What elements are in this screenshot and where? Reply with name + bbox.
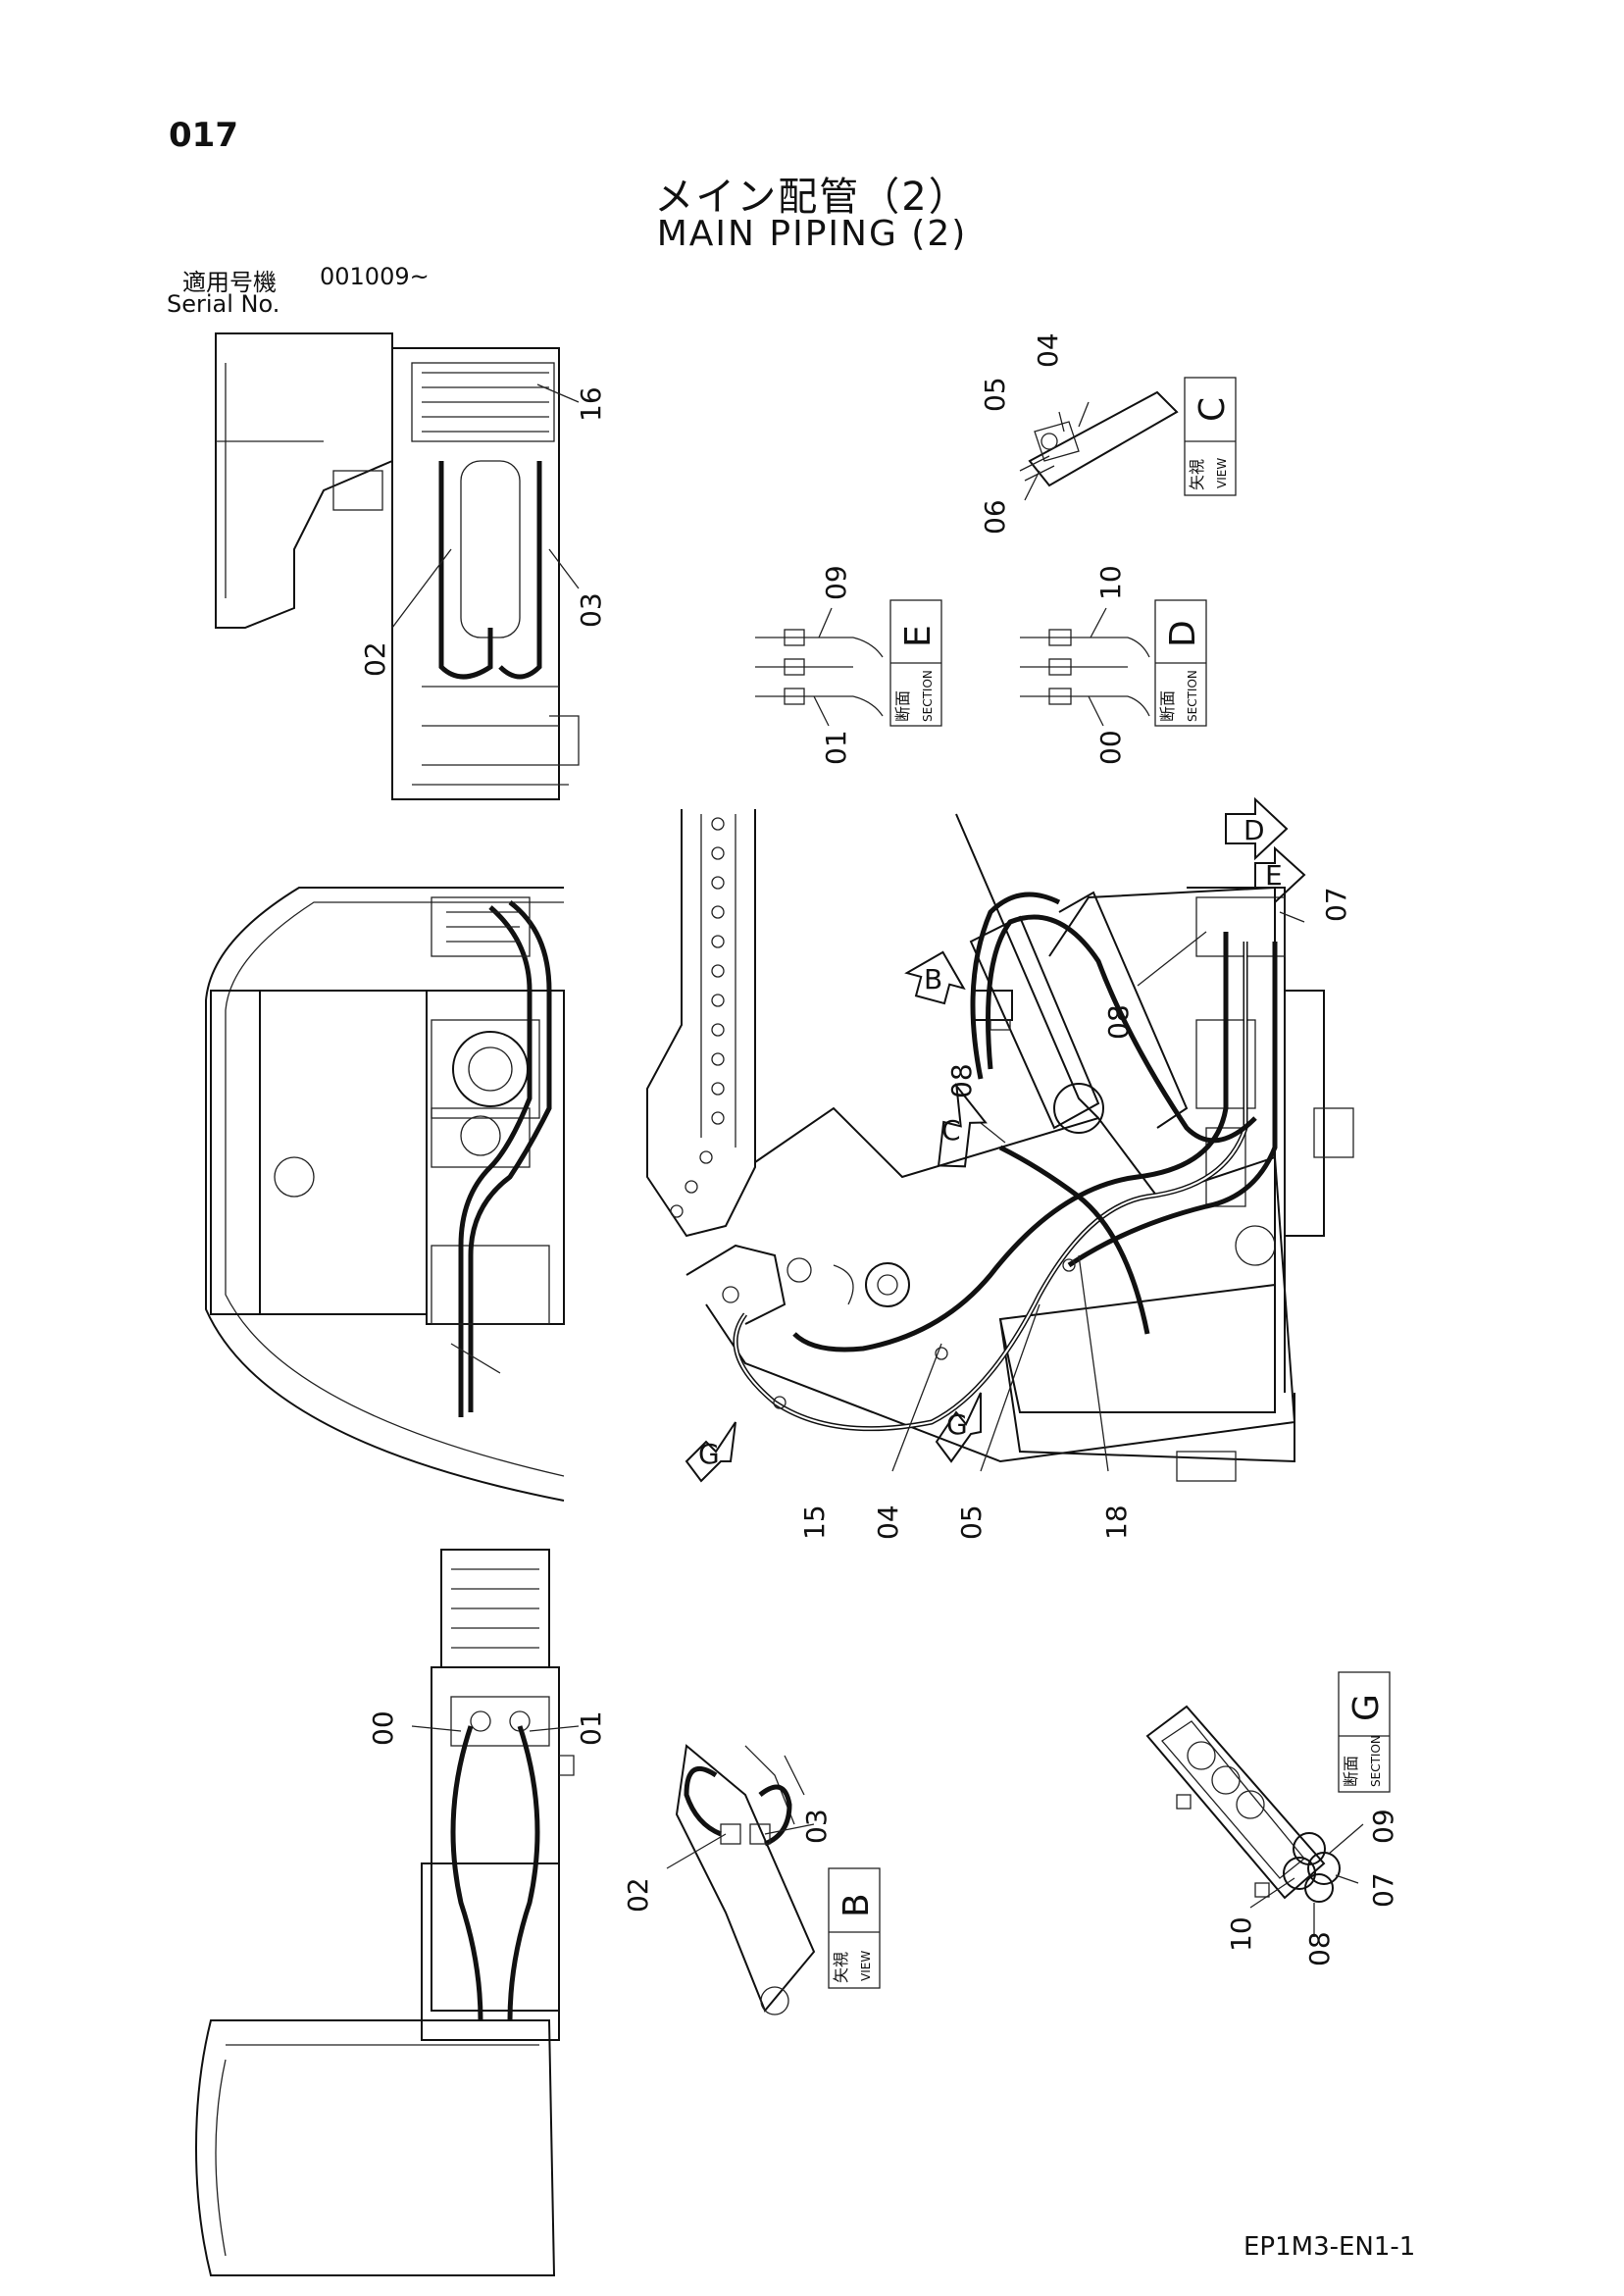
- section-e-detail: [755, 629, 884, 717]
- serial-label-jp: 適用号機: [182, 269, 277, 296]
- callout-00-d: 00: [1094, 730, 1127, 765]
- callout-08-main-upper: 08: [1102, 1004, 1135, 1040]
- top-left-view: [215, 332, 580, 800]
- svg-text:D: D: [1243, 814, 1265, 846]
- section-g-box: G 断面 SECTION: [1338, 1671, 1391, 1793]
- view-b-box: B 矢視 VIEW: [828, 1867, 881, 1989]
- footer-code: EP1M3-EN1-1: [1243, 2232, 1416, 2262]
- callout-05-main: 05: [955, 1505, 988, 1540]
- svg-text:C: C: [941, 1114, 961, 1147]
- chain-links: [670, 817, 725, 1218]
- arrow-b: B: [904, 950, 966, 1005]
- view-c-letter: C: [1193, 397, 1233, 422]
- callout-03-b: 03: [800, 1809, 833, 1844]
- callout-05-c: 05: [979, 377, 1011, 412]
- section-d-letter: D: [1163, 620, 1203, 647]
- arrow-g-left: G: [685, 1421, 736, 1483]
- section-d-en: SECTION: [1186, 670, 1199, 722]
- view-c-detail: [1019, 390, 1179, 487]
- callout-09-g: 09: [1367, 1809, 1399, 1844]
- view-c-en: VIEW: [1215, 458, 1229, 488]
- svg-text:B: B: [924, 963, 942, 995]
- view-c-box: C 矢視 VIEW: [1184, 377, 1237, 496]
- callout-16: 16: [575, 386, 607, 422]
- section-e-jp: 断面: [893, 690, 912, 722]
- section-d-detail: [1020, 629, 1150, 717]
- callout-02-b: 02: [622, 1877, 654, 1913]
- section-d-jp: 断面: [1158, 690, 1177, 722]
- svg-text:G: G: [946, 1408, 968, 1441]
- serial-label-en: Serial No.: [167, 290, 280, 318]
- section-g-detail: [1145, 1705, 1341, 1903]
- callout-10-g: 10: [1225, 1916, 1257, 1952]
- arrow-g-right: G: [935, 1392, 982, 1463]
- page-title-en: MAIN PIPING (2): [656, 214, 968, 254]
- section-e-box: E 断面 SECTION: [889, 599, 942, 727]
- callout-15-main: 15: [798, 1505, 831, 1540]
- view-b-detail: [675, 1744, 816, 2015]
- section-g-letter: G: [1346, 1694, 1387, 1721]
- callout-07-main: 07: [1320, 887, 1352, 922]
- section-e-en: SECTION: [921, 670, 935, 722]
- callout-09-e: 09: [820, 565, 852, 600]
- callout-04-main: 04: [872, 1505, 904, 1540]
- section-g-en: SECTION: [1369, 1735, 1383, 1787]
- main-view: [646, 809, 1354, 1482]
- callout-08-g: 08: [1303, 1931, 1336, 1966]
- view-b-letter: B: [837, 1893, 877, 1917]
- view-b-en: VIEW: [859, 1951, 873, 1981]
- callout-01-bottom: 01: [575, 1710, 607, 1746]
- section-g-jp: 断面: [1342, 1756, 1360, 1787]
- callout-18-main: 18: [1100, 1505, 1133, 1540]
- left-middle-view: [205, 887, 565, 1502]
- svg-text:G: G: [698, 1438, 720, 1470]
- arrow-e: E: [1254, 845, 1306, 905]
- callout-03-top: 03: [575, 592, 607, 628]
- callout-02-top: 02: [359, 641, 391, 677]
- callout-04-c: 04: [1032, 332, 1064, 368]
- callout-06-c: 06: [979, 499, 1011, 535]
- arrow-c: C: [937, 1082, 988, 1168]
- section-e-letter: E: [898, 625, 939, 647]
- top-left-leaders: [391, 383, 580, 629]
- callout-00-bottom: 00: [367, 1710, 399, 1746]
- callout-07-g: 07: [1367, 1872, 1399, 1908]
- callout-10-d: 10: [1094, 565, 1127, 600]
- svg-text:E: E: [1265, 859, 1283, 892]
- view-b-jp: 矢視: [832, 1952, 850, 1983]
- view-c-jp: 矢視: [1188, 459, 1206, 490]
- serial-value: 001009~: [320, 263, 430, 290]
- section-d-box: D 断面 SECTION: [1154, 599, 1207, 727]
- page-title-jp: メイン配管（2）: [654, 175, 970, 220]
- page-number: 017: [169, 116, 238, 155]
- arrow-d: D: [1225, 796, 1289, 861]
- bottom-left-view: [194, 1549, 575, 2276]
- callout-01-e: 01: [820, 730, 852, 765]
